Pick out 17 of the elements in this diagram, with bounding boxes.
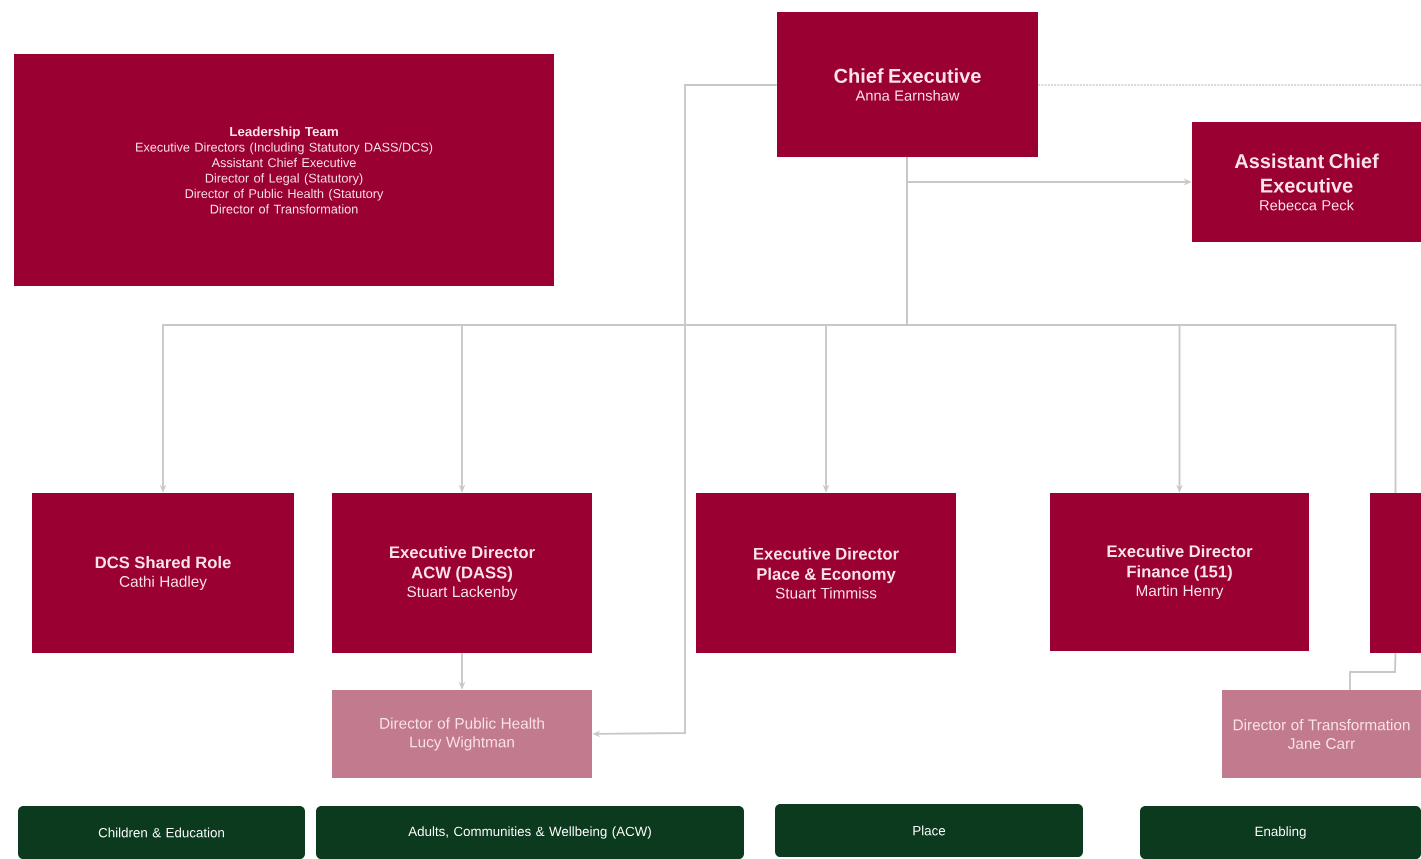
- directorate-band: Enabling: [1140, 806, 1421, 859]
- role-box: [1370, 493, 1421, 653]
- role-box: Assistant Chief Executive Rebecca Peck: [1192, 122, 1421, 242]
- connector: [1037, 84, 1421, 86]
- role-box: Chief Executive Anna Earnshaw: [777, 12, 1038, 157]
- connector: [1349, 652, 1397, 691]
- connector: [906, 156, 1397, 494]
- role-box: Director of Transformation Jane Carr: [1222, 690, 1421, 778]
- role-box: Executive Director ACW (DASS) Stuart Lackenby: [332, 493, 592, 653]
- role-box: Leadership Team Executive Directors (Including Statutory DASS/DCS) Assistant Chief Executive Director of Legal (Statutory) Director of Public Health (Statutory Director of Transformation: [14, 54, 554, 286]
- role-box: DCS Shared Role Cathi Hadley: [32, 493, 294, 653]
- directorate-band: Adults, Communities & Wellbeing (ACW): [316, 806, 744, 859]
- directorate-band: Children & Education: [18, 806, 305, 859]
- directorate-band: Place: [775, 804, 1083, 857]
- role-box: Director of Public Health Lucy Wightman: [332, 690, 592, 778]
- role-box: Executive Director Place & Economy Stuart Timmiss: [696, 493, 956, 653]
- role-box: Executive Director Finance (151) Martin Henry: [1050, 493, 1309, 651]
